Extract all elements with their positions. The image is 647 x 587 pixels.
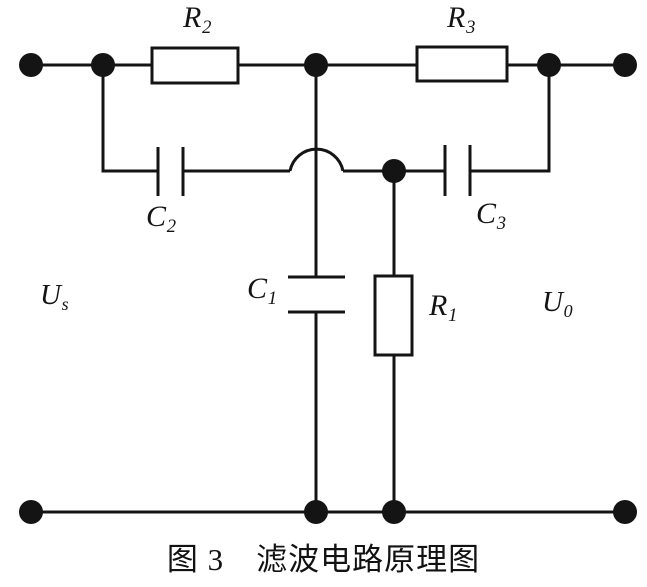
resistor-r3-body <box>415 45 509 83</box>
wire-c3-to-right-node <box>470 65 551 173</box>
label-r3-subscript: 3 <box>466 16 476 38</box>
label-c2-symbol: C <box>146 200 167 233</box>
resistor-r2-body <box>150 46 240 85</box>
node-right-bottom-dot <box>382 500 406 524</box>
label-r2-subscript: 2 <box>202 16 212 38</box>
label-c3-symbol: C <box>476 197 497 230</box>
input-terminal-top-dot <box>19 53 43 77</box>
label-c1-subscript: 1 <box>267 287 278 309</box>
label-r3: R3 <box>447 1 475 37</box>
output-terminal-bottom-dot <box>613 500 637 524</box>
label-c2: C2 <box>146 200 176 236</box>
label-r2: R2 <box>183 1 211 37</box>
figure-caption: 图 3 滤波电路原理图 <box>166 542 481 577</box>
label-c3: C3 <box>476 197 506 233</box>
label-r3-symbol: R <box>447 1 466 34</box>
node-right-top-dot <box>537 53 561 77</box>
label-uo-symbol: U <box>542 286 563 318</box>
label-r1: R1 <box>429 289 457 325</box>
wire-left-drop-to-c2 <box>101 65 158 173</box>
label-output-voltage: U0 <box>542 286 573 320</box>
output-terminal-top-dot <box>613 53 637 77</box>
label-r1-symbol: R <box>429 289 448 322</box>
label-r2-symbol: R <box>183 1 202 34</box>
label-c1-symbol: C <box>247 272 268 305</box>
resistor-r1-body <box>373 274 414 357</box>
label-us-symbol: U <box>40 279 61 311</box>
node-center-bottom-dot <box>304 500 328 524</box>
label-c1: C1 <box>247 272 277 308</box>
node-mid-right-dot <box>382 159 406 183</box>
label-source-voltage: Us <box>40 279 69 313</box>
label-c2-subscript: 2 <box>166 215 177 237</box>
label-c3-subscript: 3 <box>496 212 507 234</box>
input-terminal-bottom-dot <box>19 500 43 524</box>
node-left-top-dot <box>91 53 115 77</box>
node-center-top-dot <box>304 53 328 77</box>
label-uo-subscript: 0 <box>563 300 573 321</box>
label-r1-subscript: 1 <box>448 304 458 326</box>
label-us-subscript: s <box>61 293 69 314</box>
